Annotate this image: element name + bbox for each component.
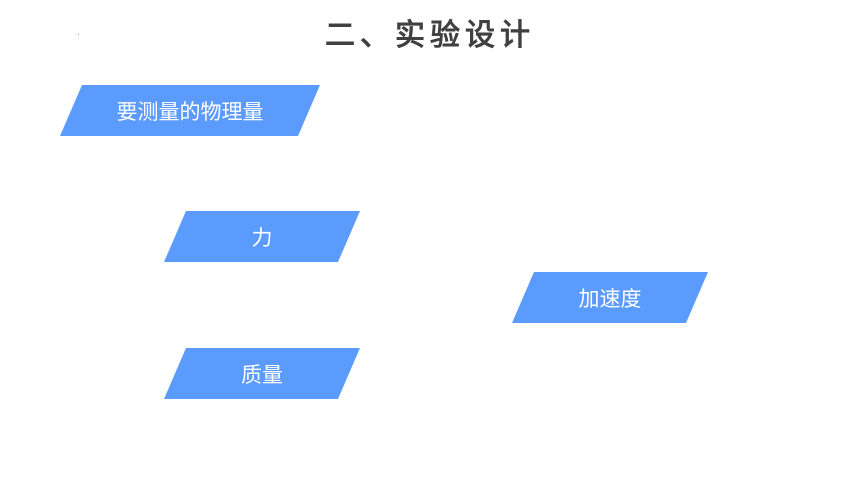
dot-mark bbox=[78, 34, 79, 35]
mass-label: 质量 bbox=[241, 362, 283, 387]
mass-shape: 质量 bbox=[164, 348, 360, 399]
quantity-heading-label: 要测量的物理量 bbox=[116, 99, 264, 124]
force-shape: 力 bbox=[164, 211, 360, 262]
slide-title: 二、实验设计 bbox=[325, 18, 535, 53]
acceleration-label: 加速度 bbox=[578, 286, 642, 311]
acceleration-shape: 加速度 bbox=[512, 272, 708, 323]
quantity-heading-shape: 要测量的物理量 bbox=[60, 85, 320, 136]
force-label: 力 bbox=[251, 225, 273, 250]
